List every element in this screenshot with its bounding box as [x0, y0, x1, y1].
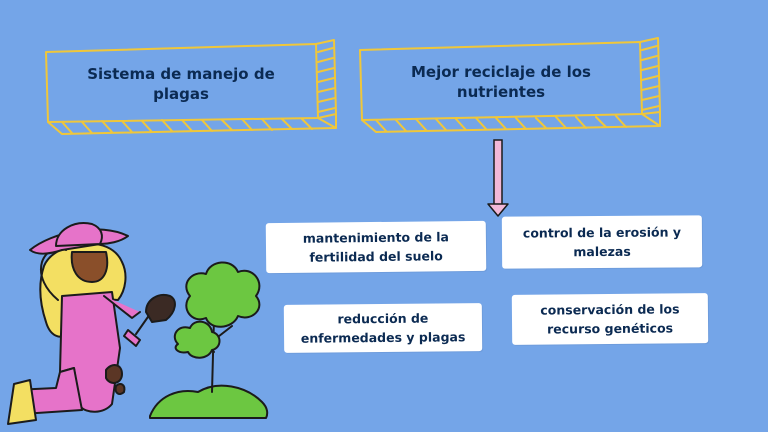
shovel-icon	[123, 294, 176, 347]
box-plagas-label: Sistema de manejo de plagas	[87, 64, 275, 103]
box-nutrientes-label: Mejor reciclaje de los nutrientes	[411, 62, 591, 101]
box-nutrientes-outline	[359, 37, 661, 133]
tree-illustration	[173, 261, 261, 359]
box-plagas-outline	[45, 39, 337, 135]
grass-mound	[149, 384, 269, 419]
